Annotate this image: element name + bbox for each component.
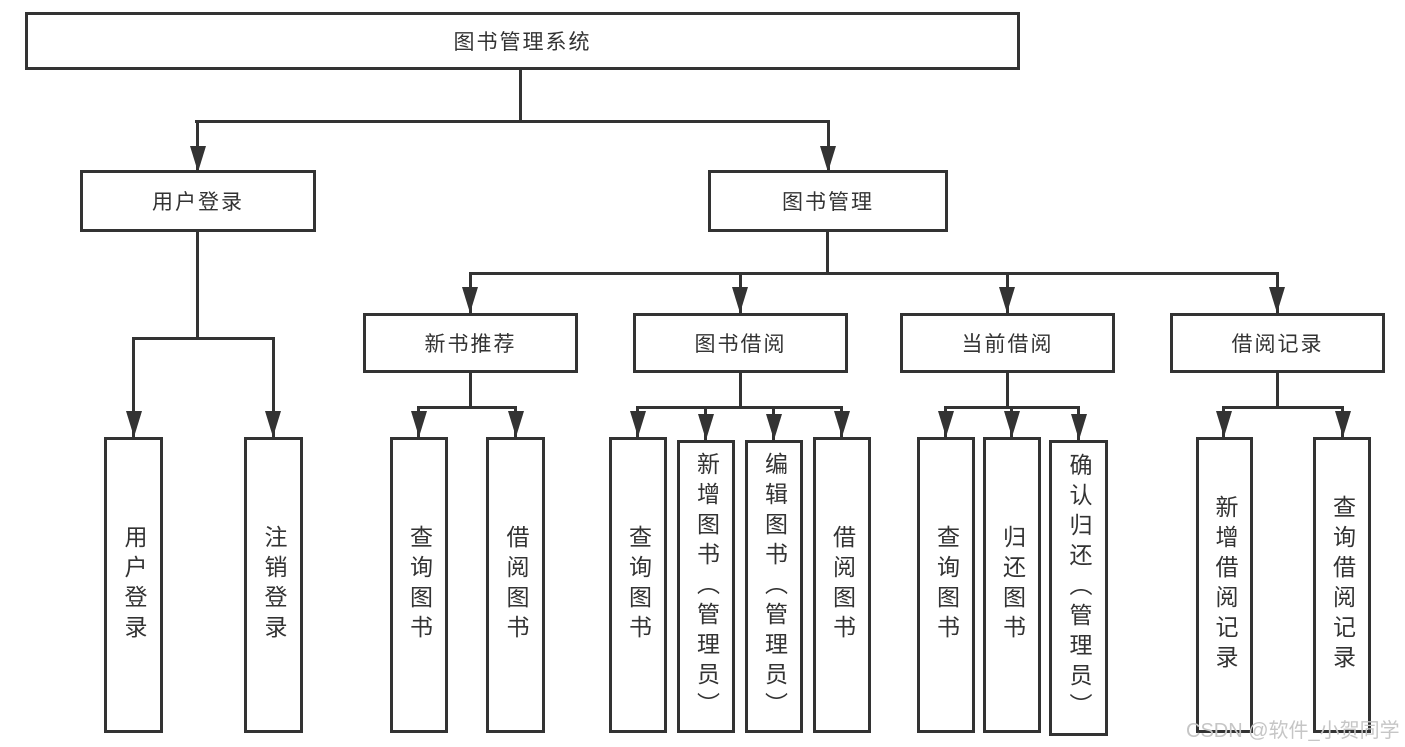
node-root: 图书管理系统: [25, 12, 1020, 70]
csdn-watermark: CSDN @软件_小贺同学: [1186, 720, 1400, 742]
connector-line: [636, 406, 843, 409]
arrowhead: [698, 414, 714, 440]
leaf-query-books-3: 查询图书: [917, 437, 975, 733]
connector-line: [272, 337, 275, 437]
connector-line: [417, 406, 517, 409]
arrowhead: [630, 411, 646, 437]
leaf-label: 查询图书: [625, 525, 652, 645]
leaf-edit-book-admin: 编辑图书（管理员）: [745, 440, 803, 733]
connector-line: [826, 232, 829, 272]
connector-line: [132, 337, 135, 437]
arrowhead: [1335, 411, 1351, 437]
arrowhead: [1269, 287, 1285, 313]
leaf-label: 新增图书（管理员）: [693, 451, 720, 722]
connector-line: [196, 232, 199, 337]
node-book-borrow: 图书借阅: [633, 313, 848, 373]
arrowhead: [820, 146, 836, 172]
node-borrow-records: 借阅记录: [1170, 313, 1385, 373]
leaf-return-book: 归还图书: [983, 437, 1041, 733]
leaf-query-borrow-record: 查询借阅记录: [1313, 437, 1371, 733]
leaf-user-login: 用户登录: [104, 437, 163, 733]
leaf-label: 借阅图书: [503, 525, 529, 645]
arrowhead: [732, 287, 748, 313]
connector-line: [469, 272, 1279, 275]
arrowhead: [1071, 414, 1087, 440]
leaf-label: 归还图书: [999, 525, 1026, 645]
leaf-label: 编辑图书（管理员）: [761, 451, 788, 722]
leaf-label: 新增借阅记录: [1212, 495, 1238, 675]
node-current-borrow: 当前借阅: [900, 313, 1115, 373]
connector-line: [739, 373, 742, 406]
leaf-add-book-admin: 新增图书（管理员）: [677, 440, 735, 733]
node-user-login: 用户登录: [80, 170, 316, 232]
connector-line: [469, 373, 472, 406]
arrowhead: [999, 287, 1015, 313]
arrowhead: [1216, 411, 1232, 437]
leaf-label: 查询图书: [406, 525, 433, 645]
arrowhead: [265, 411, 281, 437]
connector-line: [132, 337, 275, 340]
node-new-book-recommend: 新书推荐: [363, 313, 578, 373]
arrowhead: [462, 287, 478, 313]
leaf-borrow-books-2: 借阅图书: [813, 437, 871, 733]
arrowhead: [938, 411, 954, 437]
leaf-label: 用户登录: [121, 525, 147, 645]
arrowhead: [126, 411, 142, 437]
leaf-label: 借阅图书: [829, 525, 856, 645]
leaf-query-books-1: 查询图书: [390, 437, 448, 733]
leaf-query-books-2: 查询图书: [609, 437, 667, 733]
arrowhead: [766, 414, 782, 440]
connector-line: [195, 120, 830, 123]
leaf-label: 查询图书: [933, 525, 960, 645]
leaf-label: 查询借阅记录: [1329, 495, 1356, 675]
arrowhead: [190, 146, 206, 172]
leaf-logout: 注销登录: [244, 437, 303, 733]
arrowhead: [508, 411, 524, 437]
connector-line: [1222, 406, 1344, 409]
node-book-management: 图书管理: [708, 170, 948, 232]
leaf-label: 确认归还（管理员）: [1066, 453, 1092, 723]
connector-line: [1006, 373, 1009, 406]
leaf-borrow-books-1: 借阅图书: [486, 437, 545, 733]
leaf-label: 注销登录: [261, 525, 287, 645]
leaf-add-borrow-record: 新增借阅记录: [1196, 437, 1253, 733]
connector-line: [519, 70, 522, 120]
arrowhead: [834, 411, 850, 437]
leaf-confirm-return-admin: 确认归还（管理员）: [1049, 440, 1108, 736]
arrowhead: [1004, 411, 1020, 437]
arrowhead: [411, 411, 427, 437]
connector-line: [1276, 373, 1279, 406]
